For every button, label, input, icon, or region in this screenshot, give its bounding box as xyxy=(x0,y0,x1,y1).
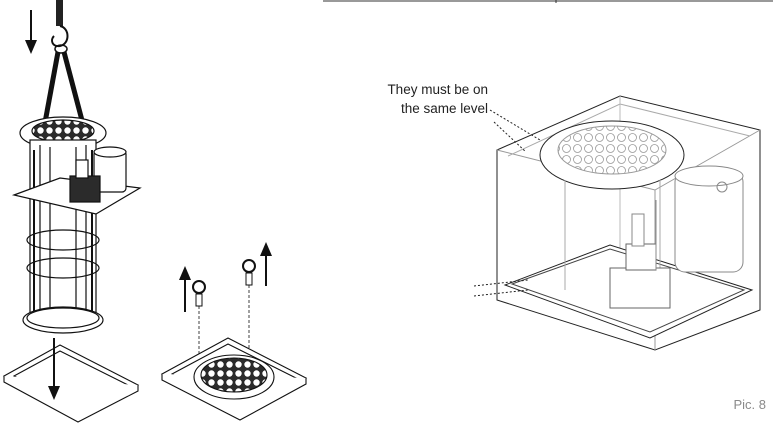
eyebolt-icon xyxy=(242,259,256,350)
hoisted-unit xyxy=(11,116,142,334)
up-arrow-icon xyxy=(260,242,272,286)
annotation-line-2: the same level xyxy=(400,101,488,116)
down-arrow-icon xyxy=(48,338,60,400)
figure-label: Pic. 8 xyxy=(733,397,766,412)
down-arrow-icon xyxy=(25,10,37,54)
installed-unit xyxy=(473,95,761,351)
base-plate-middle xyxy=(160,337,308,421)
level-annotation: They must be on the same level xyxy=(340,80,488,118)
base-plate-left xyxy=(2,344,140,423)
eyebolt-icon xyxy=(192,280,206,360)
lifting-hook-icon xyxy=(41,0,87,129)
up-arrow-icon xyxy=(179,266,191,312)
annotation-line-1: They must be on xyxy=(387,82,488,97)
